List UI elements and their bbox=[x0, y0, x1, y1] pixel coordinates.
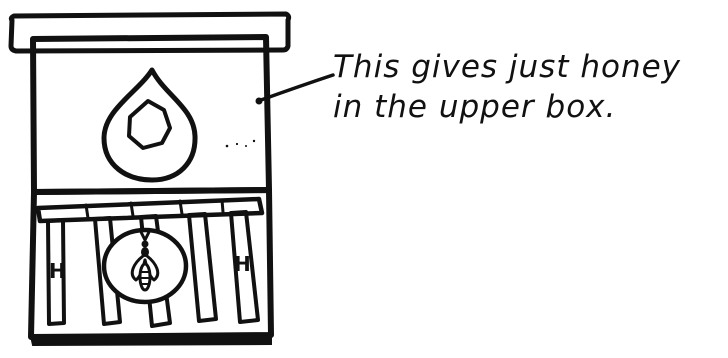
frame-4 bbox=[189, 214, 216, 321]
caption-line-1: This gives just honey bbox=[333, 52, 681, 83]
upper-box bbox=[33, 37, 269, 192]
frame-label-right: H bbox=[234, 252, 251, 276]
queen-bee-icon bbox=[104, 230, 186, 302]
frame-label-left: H bbox=[49, 259, 66, 283]
hive-lid bbox=[11, 14, 289, 51]
honey-drop-icon bbox=[104, 70, 195, 180]
caption-line-2: in the upper box. bbox=[333, 92, 616, 123]
hive-base bbox=[31, 334, 271, 345]
specks bbox=[226, 140, 256, 148]
